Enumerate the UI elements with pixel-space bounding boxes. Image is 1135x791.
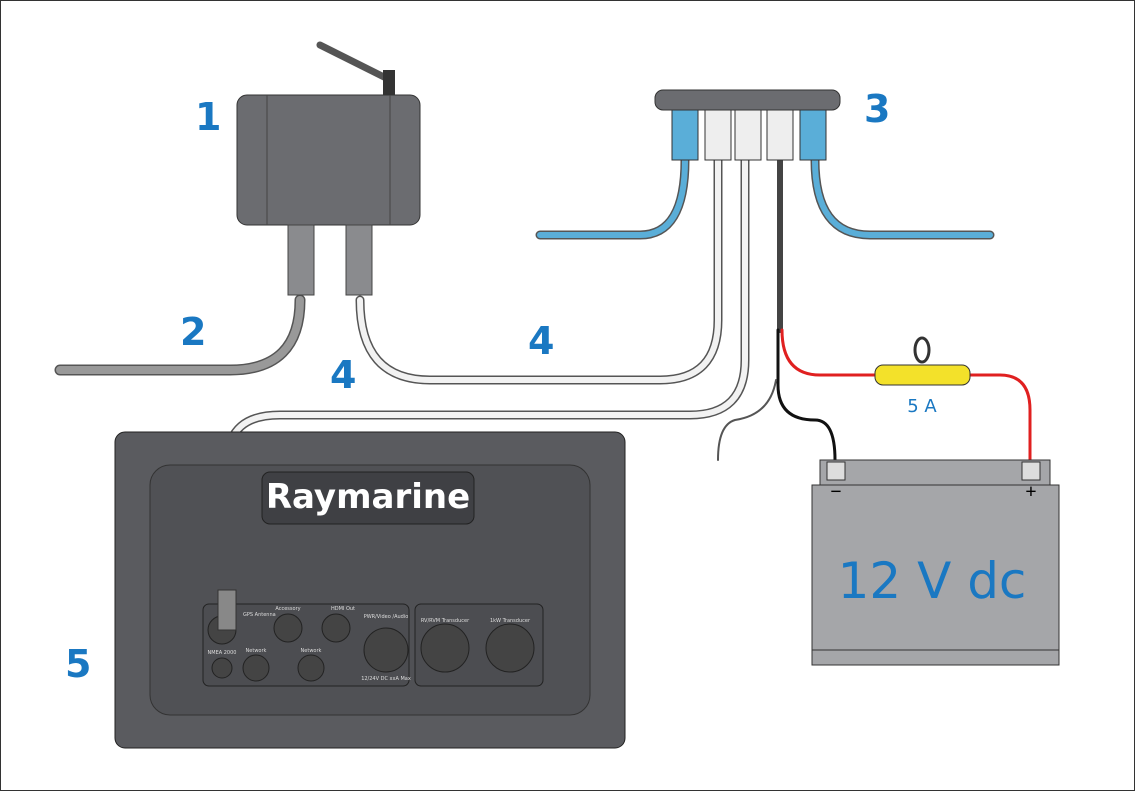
port-hdmi: HDMI Out [331, 606, 355, 612]
callout-4a: 4 [528, 319, 554, 363]
fuse-holder [874, 336, 971, 386]
port-1kw: 1kW Transducer [490, 618, 531, 624]
fuse-rating: 5 A [907, 396, 937, 417]
backbone-connector [654, 89, 841, 161]
antenna [316, 41, 394, 84]
callout-1: 1 [195, 95, 221, 139]
power-rating: 12/24V DC xxA Max [361, 676, 411, 682]
callout-3: 3 [864, 87, 890, 131]
positive-terminal: + [1025, 481, 1036, 503]
red-wire [780, 328, 882, 377]
brand-logo: Raymarine [266, 477, 470, 517]
port-network-2: Network [301, 648, 322, 654]
black-wire [776, 328, 837, 462]
port-pwr: PWR/Video /Audio [364, 614, 409, 620]
wireless-module [236, 41, 421, 296]
callout-2: 2 [180, 310, 206, 354]
callout-4b: 4 [330, 353, 356, 397]
port-rv: RV/RVM Transducer [421, 618, 470, 624]
callout-5: 5 [65, 642, 91, 686]
battery [811, 459, 1060, 666]
drain-wire [717, 379, 777, 461]
port-accessory: Accessory [275, 606, 300, 612]
port-network-1: Network [246, 648, 267, 654]
port-nmea: NMEA 2000 [208, 650, 237, 656]
negative-terminal: − [830, 481, 841, 503]
display-unit [114, 431, 626, 749]
port-gps: GPS Antenna [243, 612, 276, 618]
battery-voltage: 12 V dc [838, 552, 1027, 610]
